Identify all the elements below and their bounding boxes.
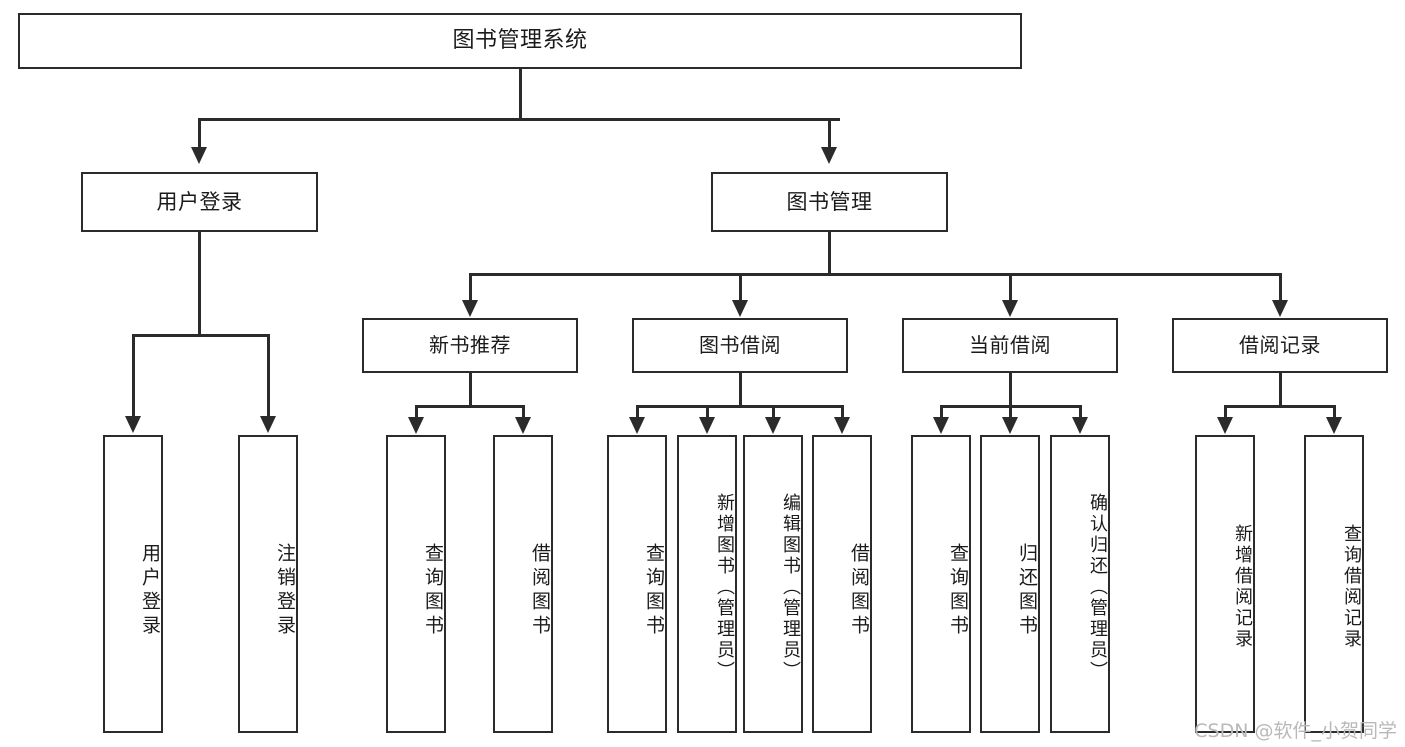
node-user-login[interactable]: 用户登录: [81, 172, 318, 232]
connector-bb-drop-4: [841, 405, 844, 418]
arrowhead-user-login: [191, 147, 207, 164]
node-current-borrow[interactable]: 当前借阅: [902, 318, 1118, 373]
arrowhead-leaf-add-record: [1217, 417, 1233, 434]
node-book-borrow[interactable]: 图书借阅: [632, 318, 848, 373]
connector-cb-drop-3: [1079, 405, 1082, 418]
connector-br-stem: [1279, 373, 1282, 407]
node-leaf-return-book[interactable]: 归还图书: [980, 435, 1040, 733]
connector-bm-drop-1: [469, 273, 472, 301]
node-leaf-query-book-2[interactable]: 查询图书: [607, 435, 667, 733]
connector-nbr-drop-1: [415, 405, 418, 418]
connector-user-login-drop-2: [267, 334, 270, 417]
node-leaf-confirm-return[interactable]: 确认归还（管理员）: [1050, 435, 1110, 733]
arrowhead-book-borrow: [732, 300, 748, 317]
connector-bb-drop-2: [706, 405, 709, 418]
connector-nbr-stem: [469, 373, 472, 407]
arrowhead-borrow-record: [1272, 300, 1288, 317]
arrowhead-leaf-borrow-book-1: [515, 417, 531, 434]
connector-root-to-book-manage: [828, 118, 831, 148]
arrowhead-new-book-recommend: [462, 300, 478, 317]
node-leaf-borrow-book-2[interactable]: 借阅图书: [812, 435, 872, 733]
node-leaf-user-login[interactable]: 用户登录: [103, 435, 163, 733]
connector-bb-drop-1: [636, 405, 639, 418]
node-borrow-record[interactable]: 借阅记录: [1172, 318, 1388, 373]
node-leaf-borrow-book-1[interactable]: 借阅图书: [493, 435, 553, 733]
connector-user-login-bus: [133, 334, 269, 337]
connector-br-bus: [1225, 405, 1335, 408]
connector-bm-drop-3: [1009, 273, 1012, 301]
node-root-system[interactable]: 图书管理系统: [18, 13, 1022, 69]
connector-book-manage-bus: [470, 273, 1282, 276]
connector-br-drop-1: [1224, 405, 1227, 418]
arrowhead-leaf-user-logout: [260, 416, 276, 433]
arrowhead-leaf-query-book-2: [629, 417, 645, 434]
arrowhead-leaf-borrow-book-2: [834, 417, 850, 434]
arrowhead-book-manage: [821, 147, 837, 164]
arrowhead-leaf-query-record: [1326, 417, 1342, 434]
connector-bm-drop-2: [739, 273, 742, 301]
connector-nbr-bus: [416, 405, 524, 408]
node-leaf-add-book[interactable]: 新增图书（管理员）: [677, 435, 737, 733]
node-leaf-query-book-3[interactable]: 查询图书: [911, 435, 971, 733]
arrowhead-leaf-edit-book: [765, 417, 781, 434]
arrowhead-leaf-add-book: [699, 417, 715, 434]
connector-nbr-drop-2: [522, 405, 525, 418]
node-leaf-add-record[interactable]: 新增借阅记录: [1195, 435, 1255, 733]
node-new-book-recommend[interactable]: 新书推荐: [362, 318, 578, 373]
connector-book-manage-stem: [828, 232, 831, 275]
node-leaf-edit-book[interactable]: 编辑图书（管理员）: [743, 435, 803, 733]
connector-br-drop-2: [1333, 405, 1336, 418]
arrowhead-leaf-user-login: [125, 416, 141, 433]
node-leaf-user-logout[interactable]: 注销登录: [238, 435, 298, 733]
connector-user-login-drop-1: [132, 334, 135, 417]
arrowhead-leaf-confirm-return: [1072, 417, 1088, 434]
arrowhead-leaf-query-book-1: [408, 417, 424, 434]
node-leaf-query-book-1[interactable]: 查询图书: [386, 435, 446, 733]
connector-bm-drop-4: [1279, 273, 1282, 301]
arrowhead-leaf-return-book: [1002, 417, 1018, 434]
node-leaf-query-record[interactable]: 查询借阅记录: [1304, 435, 1364, 733]
arrowhead-current-borrow: [1002, 300, 1018, 317]
connector-root-stem: [519, 69, 522, 119]
connector-user-login-stem: [198, 232, 201, 336]
connector-cb-stem: [1009, 373, 1012, 407]
node-book-manage[interactable]: 图书管理: [711, 172, 948, 232]
connector-bb-drop-3: [772, 405, 775, 418]
connector-root-to-user-login: [198, 118, 201, 148]
connector-cb-drop-1: [940, 405, 943, 418]
connector-root-bus: [199, 118, 840, 121]
connector-cb-drop-2: [1009, 405, 1012, 418]
connector-bb-bus: [637, 405, 844, 408]
connector-bb-stem: [739, 373, 742, 407]
arrowhead-leaf-query-book-3: [933, 417, 949, 434]
